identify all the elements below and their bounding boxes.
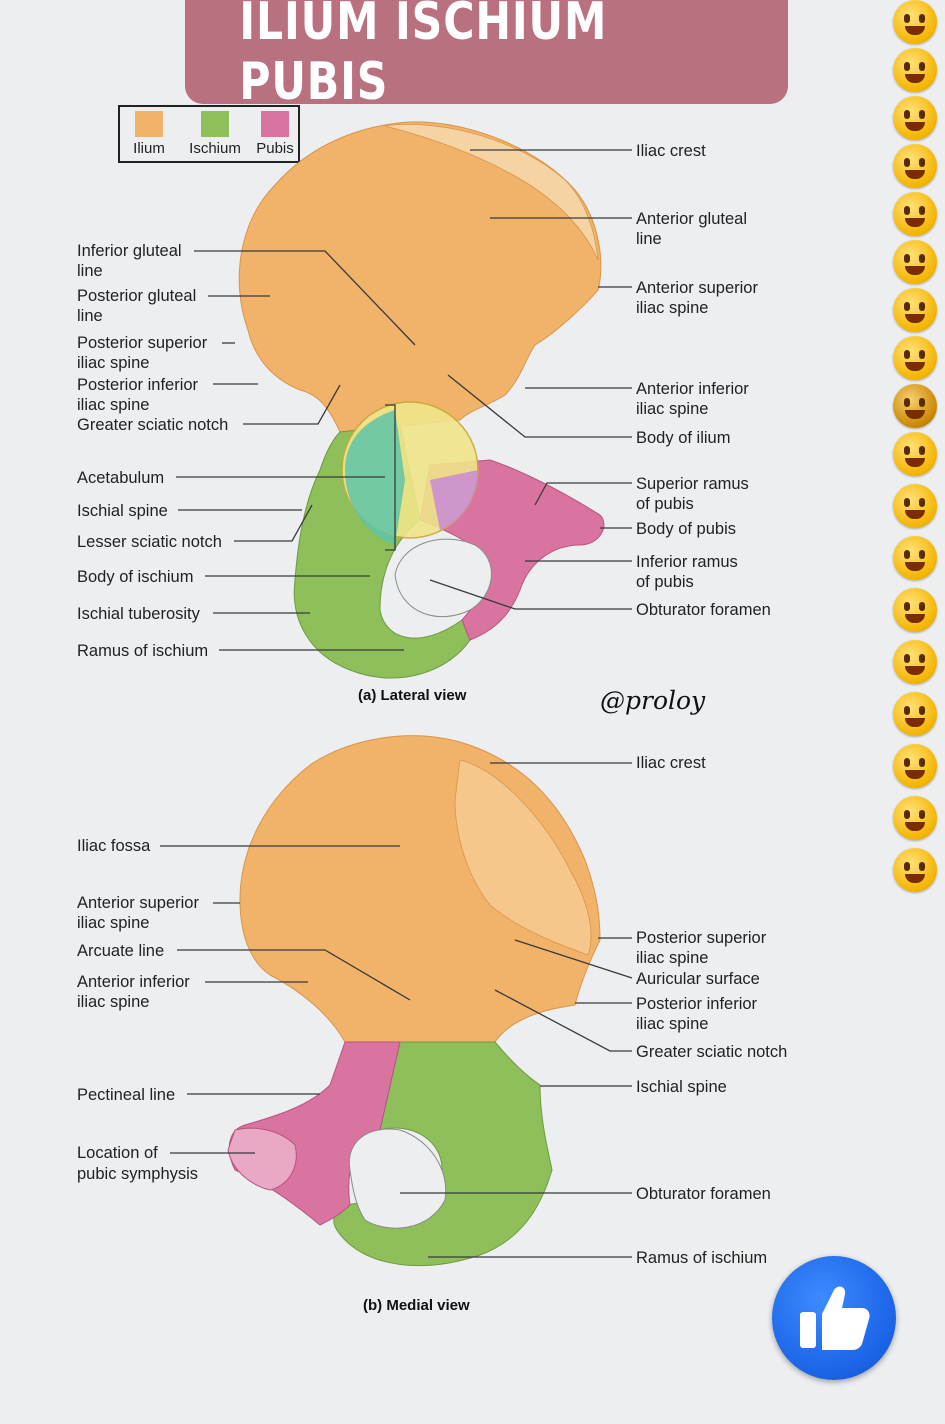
laughing-emoji-icon [893,336,937,380]
laughing-emoji-icon [893,588,937,632]
color-legend: Ilium Ischium Pubis [118,105,300,163]
laughing-emoji-icon [893,0,937,44]
legend-item-ischium: Ischium [182,111,248,157]
label-body-of-ilium: Body of ilium [636,429,730,447]
label-ramus-of-ischium: Ramus of ischium [77,642,208,660]
laughing-emoji-icon [893,536,937,580]
pubic-symphysis-surface [227,1127,297,1191]
legend-swatch-ilium [135,111,163,137]
like-button[interactable] [772,1256,896,1380]
laughing-emoji-icon [893,240,937,284]
laughing-emoji-icon [893,640,937,684]
laughing-emoji-icon [893,288,937,332]
label-greater-sciatic-notch: Greater sciatic notch [77,416,228,434]
label-iliac-fossa: Iliac fossa [77,837,151,855]
label-iliac-crest: Iliac crest [636,754,706,772]
laughing-emoji-icon [893,484,937,528]
ilium-region-lateral [238,121,602,433]
acetabulum-pubis-part [430,470,478,530]
legend-swatch-pubis [261,111,289,137]
laughing-emoji-icon [893,144,937,188]
obturator-foramen-lateral [394,538,492,618]
page-title: ILIUM ISCHIUM PUBIS [239,0,608,112]
thumbs-up-icon [800,1286,870,1350]
iliac-crest-ridge [384,123,599,261]
laughing-emoji-icon [893,48,937,92]
medial-leader-lines [160,762,633,1258]
laughing-emoji-icon [893,384,937,428]
legend-swatch-ischium [201,111,229,137]
laughing-emoji-icon [893,192,937,236]
emoji-reaction-column [890,0,945,900]
legend-label: Pubis [256,140,294,157]
label-greater-sciatic-notch: Greater sciatic notch [636,1043,787,1061]
label-arcuate-line: Arcuate line [77,942,164,960]
label-body-of-ischium: Body of ischium [77,568,193,586]
caption-lateral-view: (a) Lateral view [358,687,467,704]
label-ischial-spine: Ischial spine [77,502,168,520]
legend-item-ilium: Ilium [126,111,172,157]
laughing-emoji-icon [893,692,937,736]
label-pectineal-line: Pectineal line [77,1086,175,1104]
label-obturator-foramen: Obturator foramen [636,601,771,619]
medial-view-illustration [227,735,601,1267]
caption-medial-view: (b) Medial view [363,1297,470,1314]
auricular-surface [454,759,592,956]
label-lesser-sciatic-notch: Lesser sciatic notch [77,533,222,551]
laughing-emoji-icon [893,848,937,892]
watermark: @proloy [600,686,706,715]
legend-label: Ilium [133,140,165,157]
laughing-emoji-icon [893,432,937,476]
label-ischial-spine: Ischial spine [636,1078,727,1096]
label-auricular-surface: Auricular surface [636,970,760,988]
ischium-region-lateral [293,424,471,679]
label-body-of-pubis: Body of pubis [636,520,736,538]
laughing-emoji-icon [893,796,937,840]
title-banner: ILIUM ISCHIUM PUBIS [185,0,788,112]
legend-item-pubis: Pubis [252,111,298,157]
laughing-emoji-icon [893,744,937,788]
lateral-view-illustration [238,121,605,679]
label-acetabulum: Acetabulum [77,469,164,487]
label-iliac-crest: Iliac crest [636,142,706,160]
laughing-emoji-icon [893,96,937,140]
legend-label: Ischium [189,140,241,157]
lateral-leader-lines [176,149,632,651]
label-ramus-of-ischium: Ramus of ischium [636,1249,767,1267]
label-obturator-foramen: Obturator foramen [636,1185,771,1203]
label-ischial-tuberosity: Ischial tuberosity [77,605,201,623]
obturator-foramen-medial [348,1128,447,1229]
